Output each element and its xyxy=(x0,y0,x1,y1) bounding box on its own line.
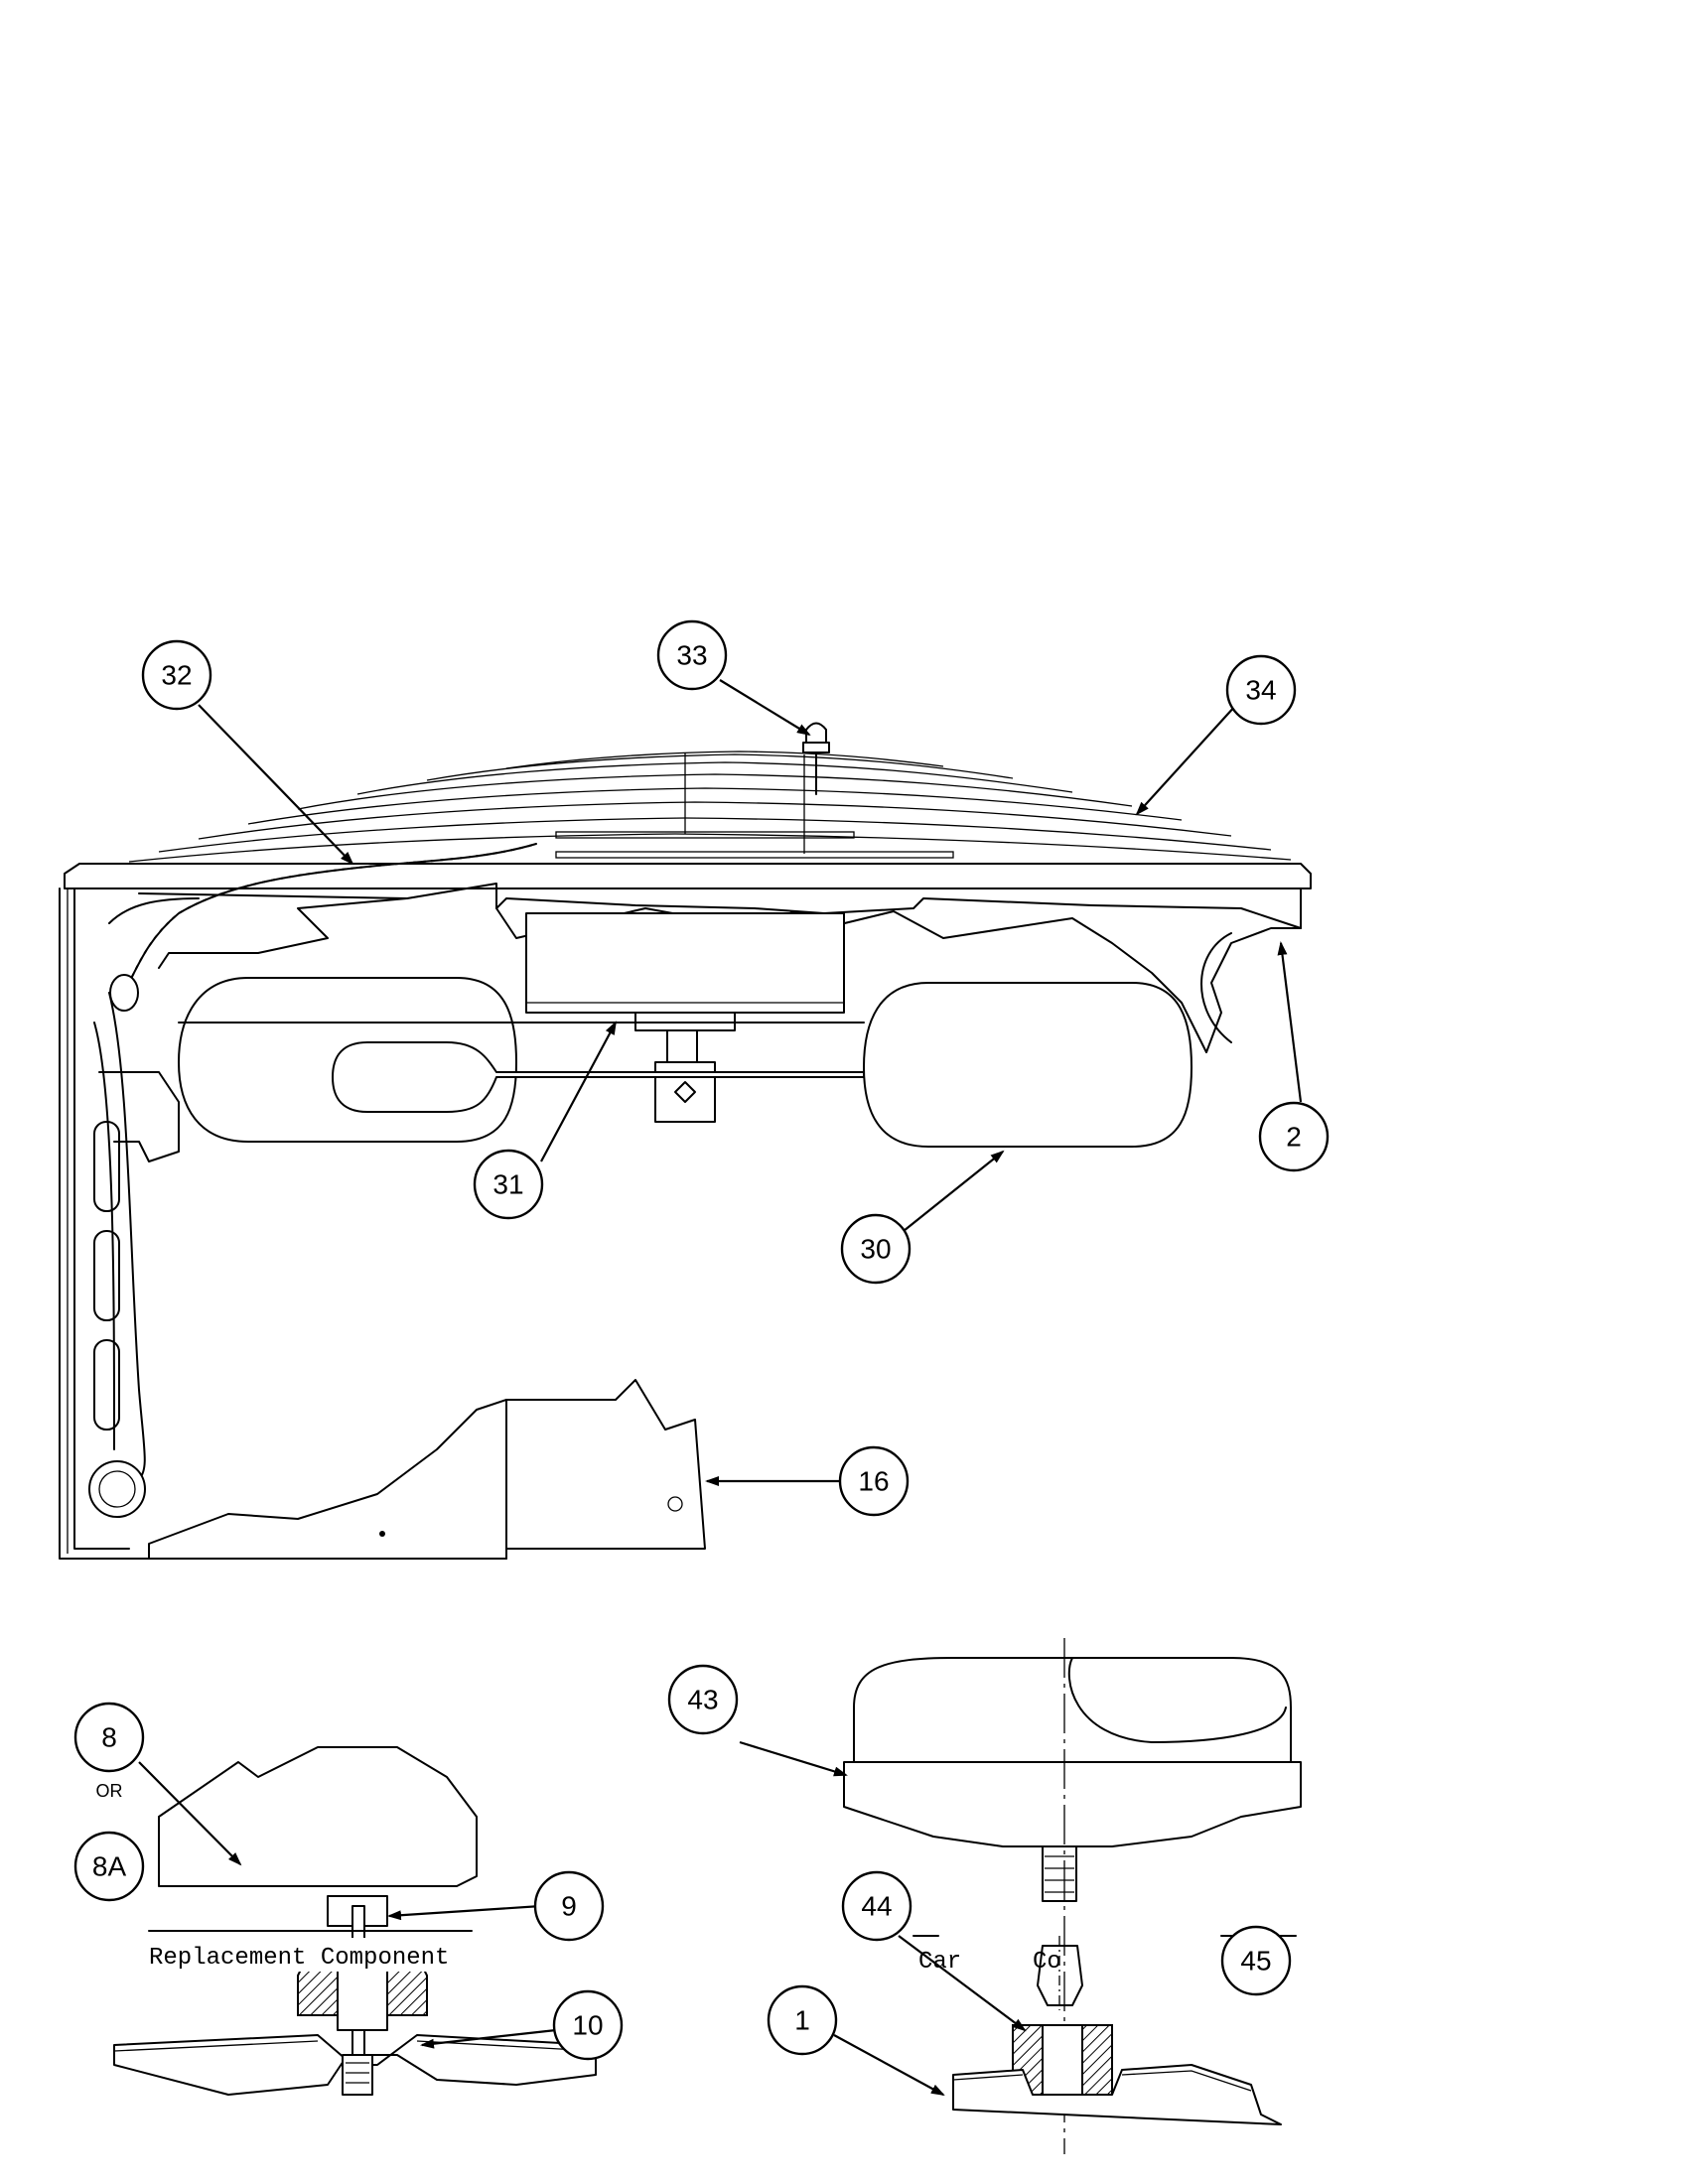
svg-text:9: 9 xyxy=(561,1891,577,1922)
svg-text:16: 16 xyxy=(858,1466,889,1497)
svg-text:33: 33 xyxy=(676,640,707,671)
compressor-foot-detail xyxy=(843,1638,1302,2154)
callout-44: 44 xyxy=(841,1870,912,1942)
callout-32: 32 xyxy=(141,639,212,711)
fan-motor xyxy=(525,912,845,1123)
svg-text:31: 31 xyxy=(492,1169,523,1200)
component-label-fragment: Co xyxy=(1033,1949,1061,1976)
callout-1: 1 xyxy=(767,1984,838,2056)
or-label: OR xyxy=(96,1781,123,1801)
replacement-component-label: Replacement Component xyxy=(149,1945,449,1972)
svg-text:1: 1 xyxy=(794,2005,810,2036)
callout-45: 45 xyxy=(1220,1925,1292,1996)
svg-text:2: 2 xyxy=(1286,1122,1302,1153)
svg-text:8: 8 xyxy=(101,1722,117,1753)
fan-guard-grille xyxy=(64,751,1312,889)
svg-text:10: 10 xyxy=(572,2010,603,2041)
callout-33: 33 xyxy=(656,619,728,691)
control-box xyxy=(148,1379,706,1560)
svg-text:34: 34 xyxy=(1245,675,1276,706)
svg-text:43: 43 xyxy=(687,1685,718,1715)
callout-8: 8 xyxy=(73,1702,145,1773)
leader-lines xyxy=(138,679,1303,2096)
outdoor-unit-assembly xyxy=(59,722,1312,1560)
replacement-label-background xyxy=(147,1938,475,1972)
callout-16: 16 xyxy=(838,1445,910,1517)
callout-31: 31 xyxy=(473,1149,544,1220)
callout-30: 30 xyxy=(840,1213,912,1285)
svg-text:8A: 8A xyxy=(92,1851,127,1882)
compressor-mount-detail xyxy=(113,1746,597,2096)
svg-text:45: 45 xyxy=(1240,1946,1271,1977)
callout-10: 10 xyxy=(552,1989,624,2061)
callout-34: 34 xyxy=(1225,654,1297,726)
fan-blade xyxy=(178,977,1193,1148)
callout-9: 9 xyxy=(533,1870,605,1942)
callout-8a: 8A xyxy=(73,1831,145,1902)
svg-text:30: 30 xyxy=(860,1234,891,1265)
callout-43: 43 xyxy=(667,1664,739,1735)
svg-text:32: 32 xyxy=(161,660,192,691)
svg-text:44: 44 xyxy=(861,1891,892,1922)
callout-2: 2 xyxy=(1258,1101,1330,1172)
flexible-conduit xyxy=(109,843,537,1012)
carrier-label-fragment: Car xyxy=(918,1949,961,1976)
